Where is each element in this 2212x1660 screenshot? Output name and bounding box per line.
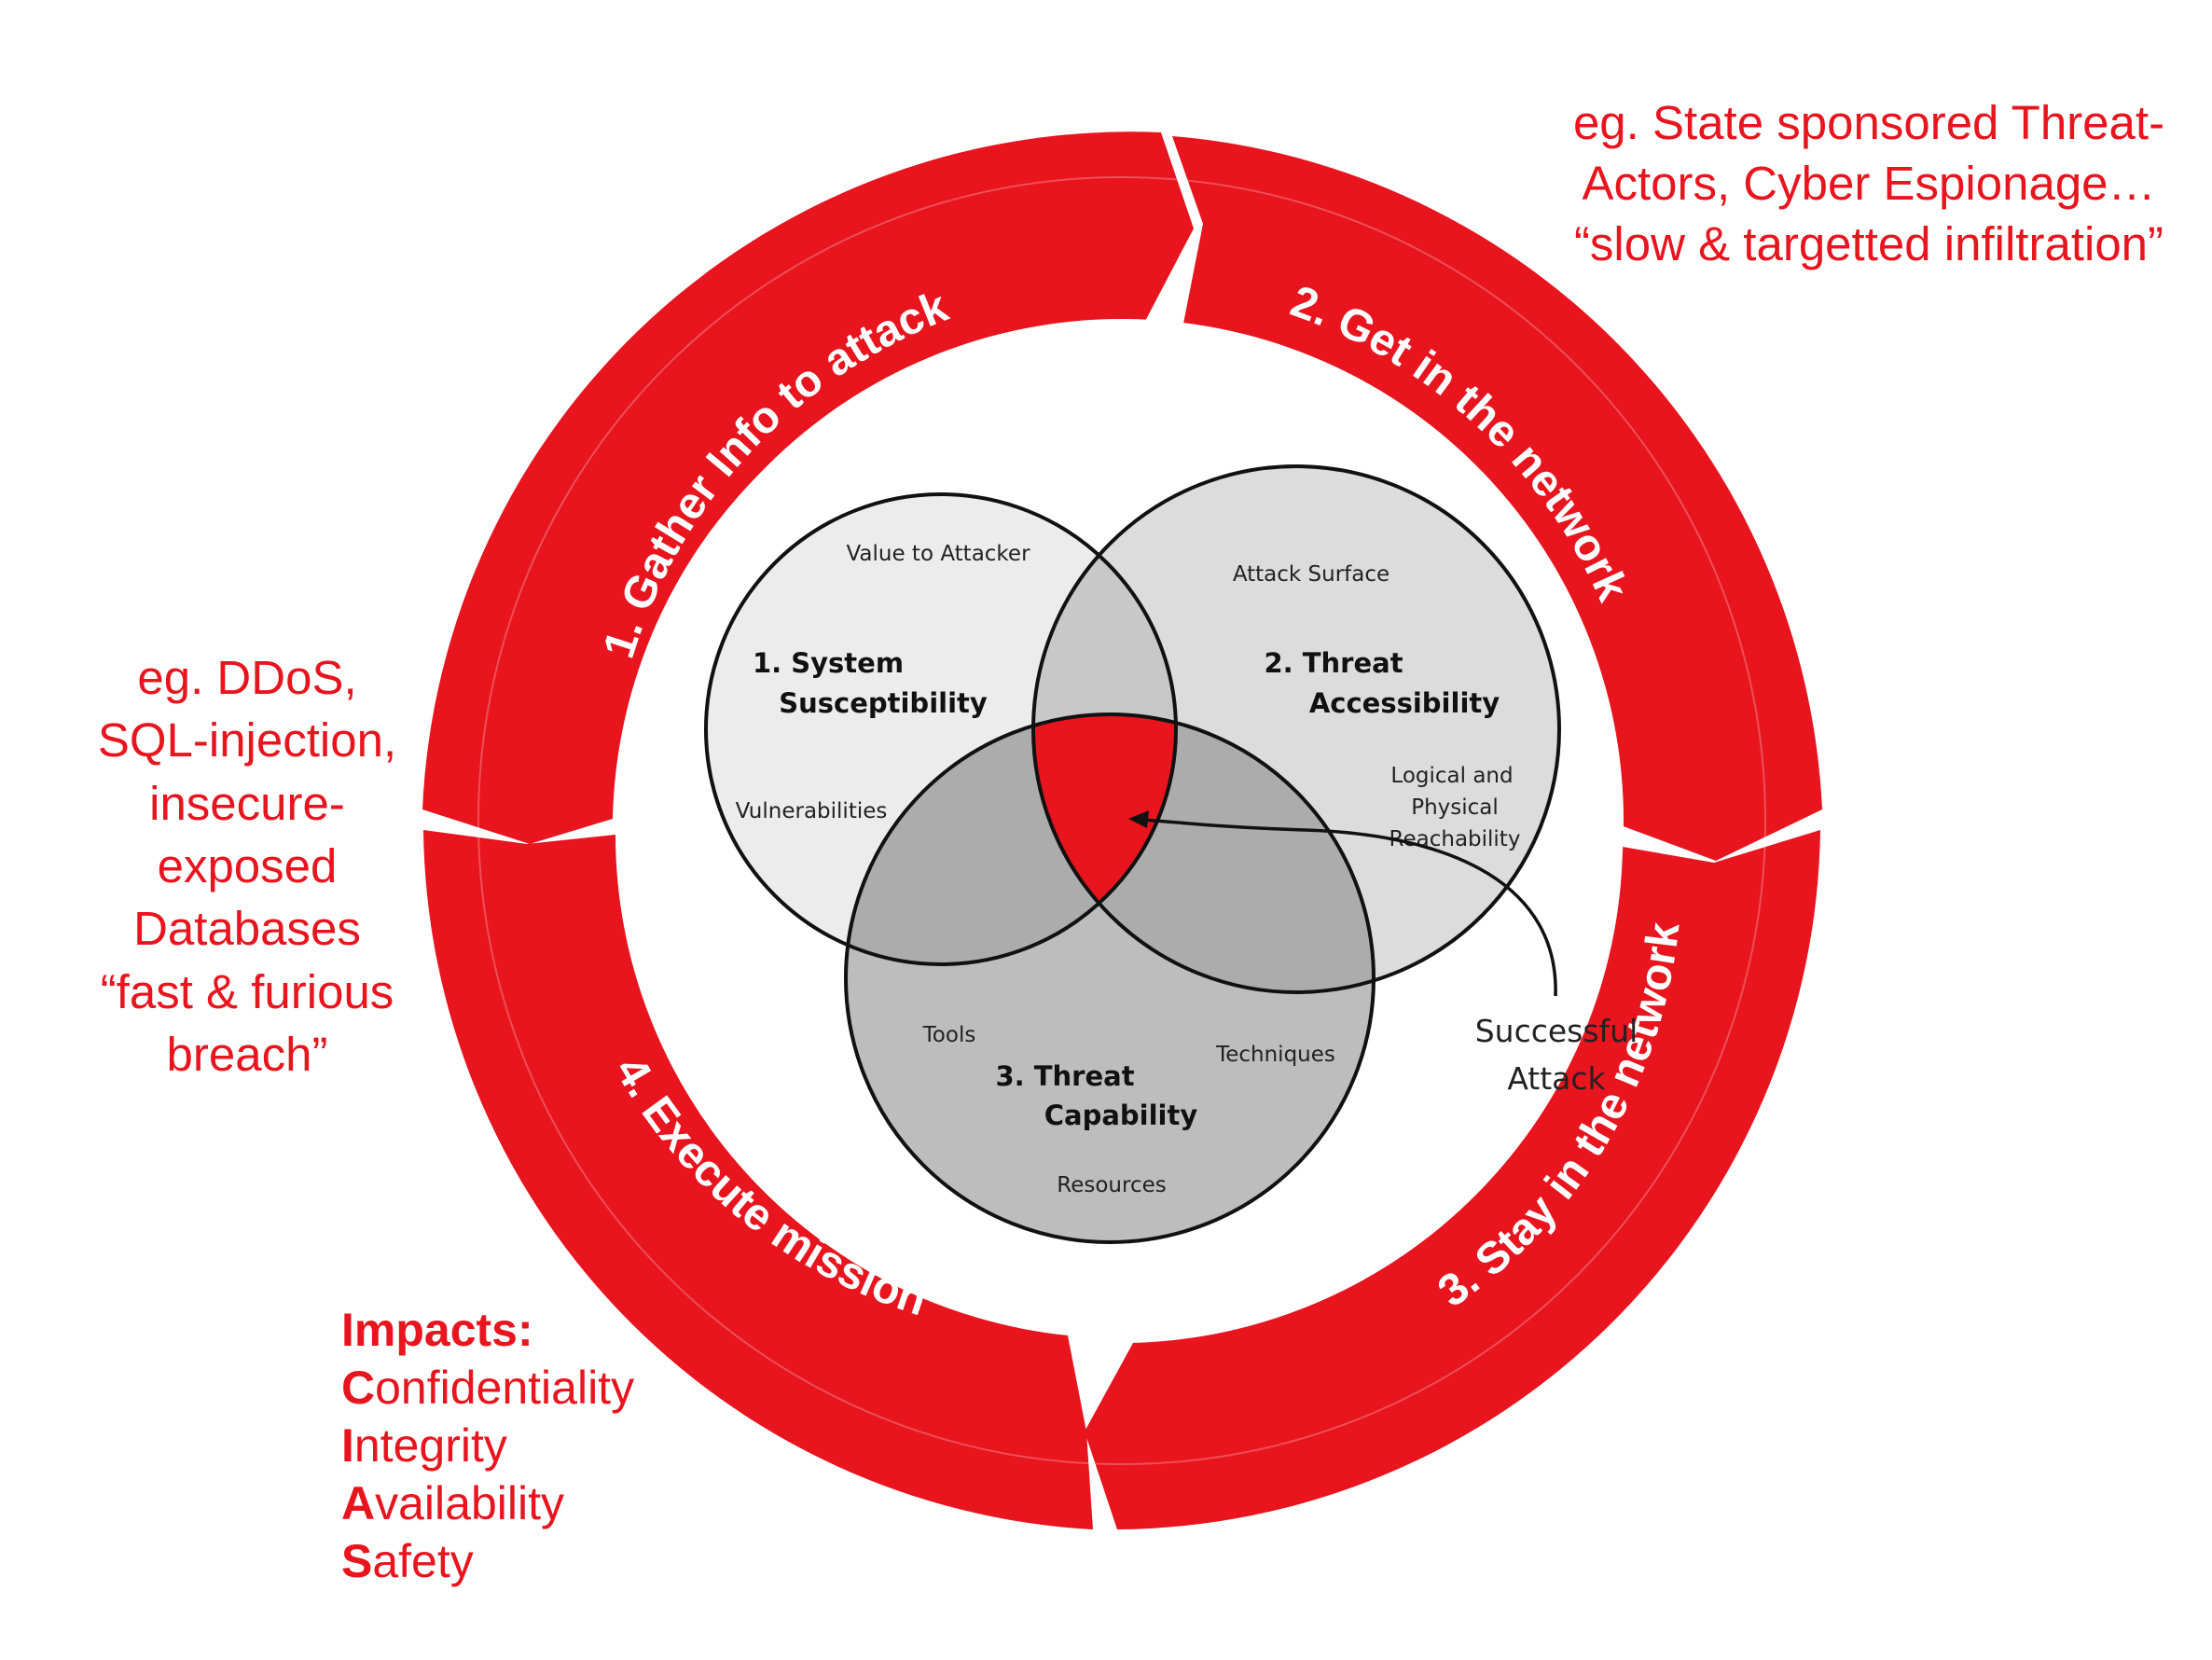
venn-title-system-line2: Susceptibility bbox=[779, 687, 988, 719]
factor-value-to-attacker: Value to Attacker bbox=[846, 542, 1030, 566]
successful-attack-arrow-head bbox=[1128, 810, 1149, 828]
note-fast-line4: exposed bbox=[157, 838, 338, 892]
venn-title-capability-line1: 3. Threat bbox=[995, 1060, 1134, 1092]
note-fast-line7: breach” bbox=[166, 1027, 328, 1081]
impact-rest: afety bbox=[372, 1535, 474, 1587]
note-fast-line1: eg. DDoS, bbox=[137, 651, 357, 704]
impact-rest: vailability bbox=[375, 1477, 564, 1529]
phase-stay-segment bbox=[1085, 830, 1820, 1529]
note-fast-breach: eg. DDoS, SQL-injection, insecure- expos… bbox=[56, 646, 438, 1086]
note-fast-line2: SQL-injection, bbox=[97, 713, 397, 768]
venn-outline-3 bbox=[844, 712, 1376, 1244]
note-fast-line3: insecure- bbox=[149, 776, 345, 830]
impact-initial: A bbox=[341, 1477, 376, 1529]
venn-diagram: 1. System Susceptibility 2. Threat Acces… bbox=[704, 464, 1638, 1244]
successful-attack-line2: Attack bbox=[1507, 1060, 1606, 1097]
factor-resources: Resources bbox=[1057, 1173, 1166, 1197]
factor-vulnerabilities: Vulnerabilities bbox=[736, 799, 888, 823]
impacts-list: Impacts: Confidentiality Integrity Avail… bbox=[341, 1301, 634, 1590]
venn-title-accessibility-line2: Accessibility bbox=[1309, 687, 1500, 719]
phase-execute-segment bbox=[423, 830, 1093, 1529]
factor-techniques: Techniques bbox=[1215, 1043, 1335, 1067]
note-targeted-line1: eg. State sponsored Threat- bbox=[1572, 96, 2165, 149]
impacts-title: Impacts: bbox=[341, 1304, 533, 1356]
impact-integrity: Integrity bbox=[341, 1417, 634, 1474]
impact-confidentiality: Confidentiality bbox=[341, 1359, 634, 1417]
note-fast-line5: Databases bbox=[133, 902, 361, 956]
factor-logical-line2: Physical bbox=[1411, 795, 1499, 820]
impact-rest: ntegrity bbox=[353, 1419, 507, 1472]
phase-gather-segment bbox=[422, 131, 1194, 845]
factor-attack-surface: Attack Surface bbox=[1233, 562, 1389, 587]
factor-logical-line3: Reachability bbox=[1389, 827, 1521, 851]
venn-outline-2 bbox=[1031, 464, 1561, 994]
venn-outline-1 bbox=[704, 492, 1178, 966]
note-targeted-infiltration: eg. State sponsored Threat- Actors, Cybe… bbox=[1537, 93, 2201, 274]
impact-availability: Availability bbox=[341, 1474, 634, 1532]
impact-initial: I bbox=[341, 1419, 354, 1472]
successful-attack-line1: Successful bbox=[1475, 1013, 1638, 1049]
venn-title-accessibility-line1: 2. Threat bbox=[1264, 647, 1403, 679]
venn-title-system-line1: 1. System bbox=[753, 647, 904, 679]
phase-get-in-segment bbox=[1172, 136, 1822, 861]
venn-title-capability-line2: Capability bbox=[1044, 1100, 1198, 1131]
impact-rest: onfidentiality bbox=[375, 1362, 635, 1414]
ring-inner-guide bbox=[477, 176, 1766, 1465]
note-fast-line6: “fast & furious bbox=[100, 964, 394, 1018]
successful-attack-arrow-line bbox=[1139, 818, 1557, 997]
factor-tools: Tools bbox=[922, 1023, 976, 1047]
impact-initial: S bbox=[341, 1535, 373, 1587]
impact-initial: C bbox=[341, 1362, 376, 1414]
impact-safety: Safety bbox=[341, 1532, 634, 1590]
factor-logical-line1: Logical and bbox=[1390, 764, 1513, 788]
note-targeted-line2: Actors, Cyber Espionage… bbox=[1582, 156, 2156, 210]
note-targeted-line3: “slow & targetted infiltration” bbox=[1573, 216, 2164, 270]
